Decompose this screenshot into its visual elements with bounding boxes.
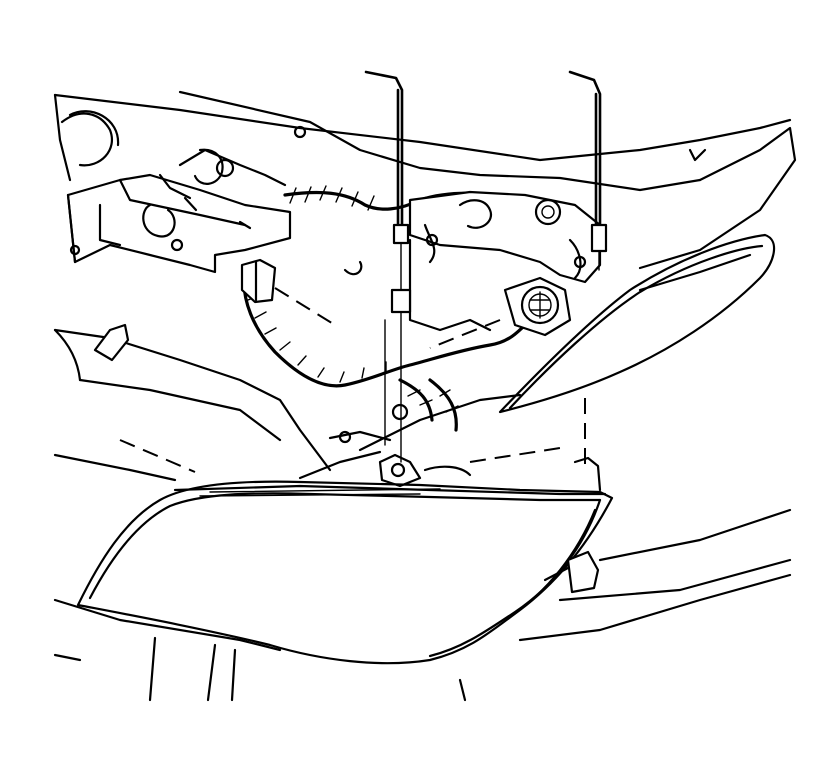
headlamp-electrical-connector — [240, 258, 572, 349]
fastener-removal-tool-right — [568, 70, 608, 271]
radiator-support-frame — [53, 90, 797, 270]
fastener-removal-tool-left — [364, 70, 412, 463]
headlamp-housing-upper — [298, 233, 776, 480]
front-fascia — [53, 323, 792, 702]
center-mount-bracket — [343, 190, 602, 332]
headlamp-assembly — [76, 453, 614, 665]
mounting-bracket — [66, 148, 292, 274]
